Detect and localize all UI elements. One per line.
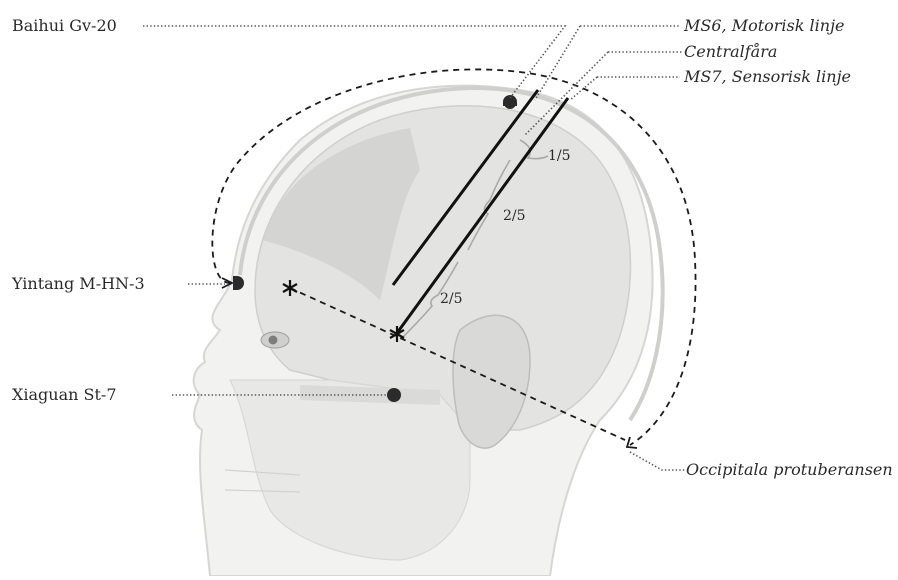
leader-ms7 (570, 77, 680, 100)
label-baihui: Baihui Gv-20 (12, 16, 117, 35)
label-ms6: MS6, Motorisk linje (683, 16, 845, 35)
label-ms7: MS7, Sensorisk linje (683, 67, 851, 86)
label-centralfara: Centralfåra (684, 42, 777, 61)
label-xiaguan: Xiaguan St-7 (12, 385, 117, 404)
xiaguan-point (387, 388, 401, 402)
fraction-bottom: 2/5 (440, 291, 463, 307)
fraction-top: 1/5 (548, 148, 571, 164)
eye-iris (269, 336, 278, 345)
baihui-point-base (504, 97, 516, 109)
label-occipitala: Occipitala protuberansen (686, 460, 893, 479)
fraction-middle: 2/5 (503, 208, 526, 224)
label-yintang: Yintang M-HN-3 (11, 274, 145, 293)
leader-occipitala (630, 452, 685, 470)
arc-arrow-end (627, 437, 637, 448)
